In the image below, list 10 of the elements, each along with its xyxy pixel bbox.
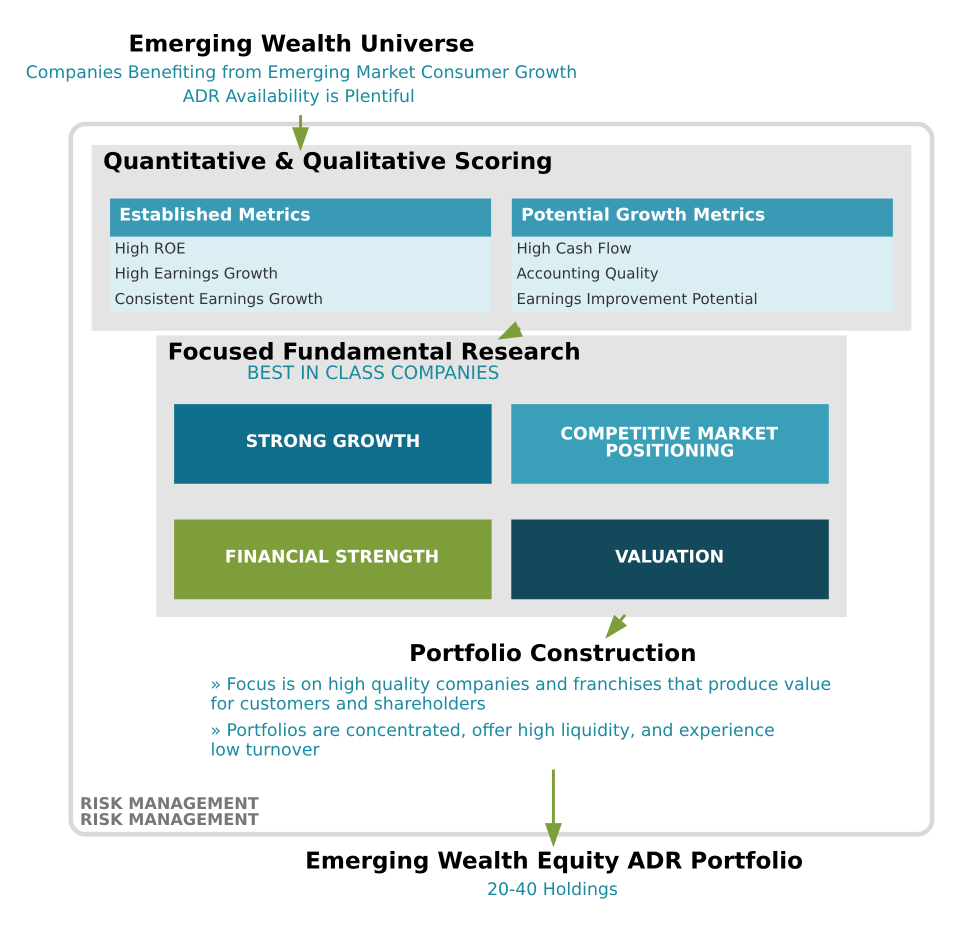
node-text: Emerging Wealth Equity ADR Portfolio 20-40 Holdings xyxy=(304,848,803,900)
arrow xyxy=(544,770,562,848)
node-text: Portfolio Construction » Focus is on high quality companies and franchises that produce value for customers and shareholders » Portfolios are concentrated, offer high liquidity, and experience low turnover xyxy=(210,640,831,761)
node-box: FINANCIAL STRENGTH xyxy=(174,520,492,600)
arrow xyxy=(497,321,523,340)
node-box: COMPETITIVE MARKET POSITIONING xyxy=(510,404,828,484)
arrow xyxy=(292,115,309,152)
node-box: STRONG GROWTH xyxy=(174,404,492,484)
node-text: Emerging Wealth Universe Companies Benefiting from Emerging Market Consumer Growth ADR Availability is Plentiful xyxy=(25,31,577,108)
node-box: VALUATION xyxy=(510,520,828,600)
